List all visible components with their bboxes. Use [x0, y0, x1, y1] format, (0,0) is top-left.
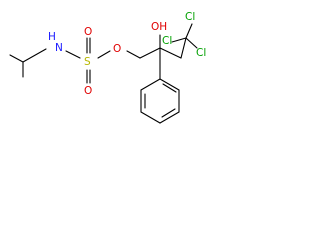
atom-label-h: H [48, 31, 56, 43]
phenyl-ring [140, 78, 180, 124]
atom-label-oh: OH [151, 21, 167, 33]
atom-label-cl-left: Cl [162, 35, 172, 47]
atom-label-o-bottom: O [84, 85, 92, 97]
atom-label-s: S [84, 56, 91, 68]
atom-label-cl-top: Cl [185, 11, 195, 23]
atom-label-o-top: O [84, 26, 92, 38]
bond-n-s [65, 50, 81, 59]
atom-label-n: N [55, 42, 63, 54]
bond-methyl-left [9, 54, 24, 63]
structure-diagram: H N S O O O OH Cl Cl Cl [9, 11, 206, 124]
bond-ch-n [22, 48, 47, 63]
atom-label-cl-right: Cl [196, 47, 206, 59]
bond-c-cl-left [171, 37, 187, 43]
bond-c-cl-right [185, 37, 198, 49]
bond-c-cl-top [185, 23, 193, 39]
bond-ch2-c [139, 47, 161, 59]
bond-s-o-ester [97, 50, 111, 59]
bond-ch2-ccl3 [180, 37, 187, 59]
bond-o-ch2 [126, 50, 141, 59]
atom-label-o-ester: O [113, 43, 121, 55]
bond-c-ch2-right [159, 47, 182, 59]
